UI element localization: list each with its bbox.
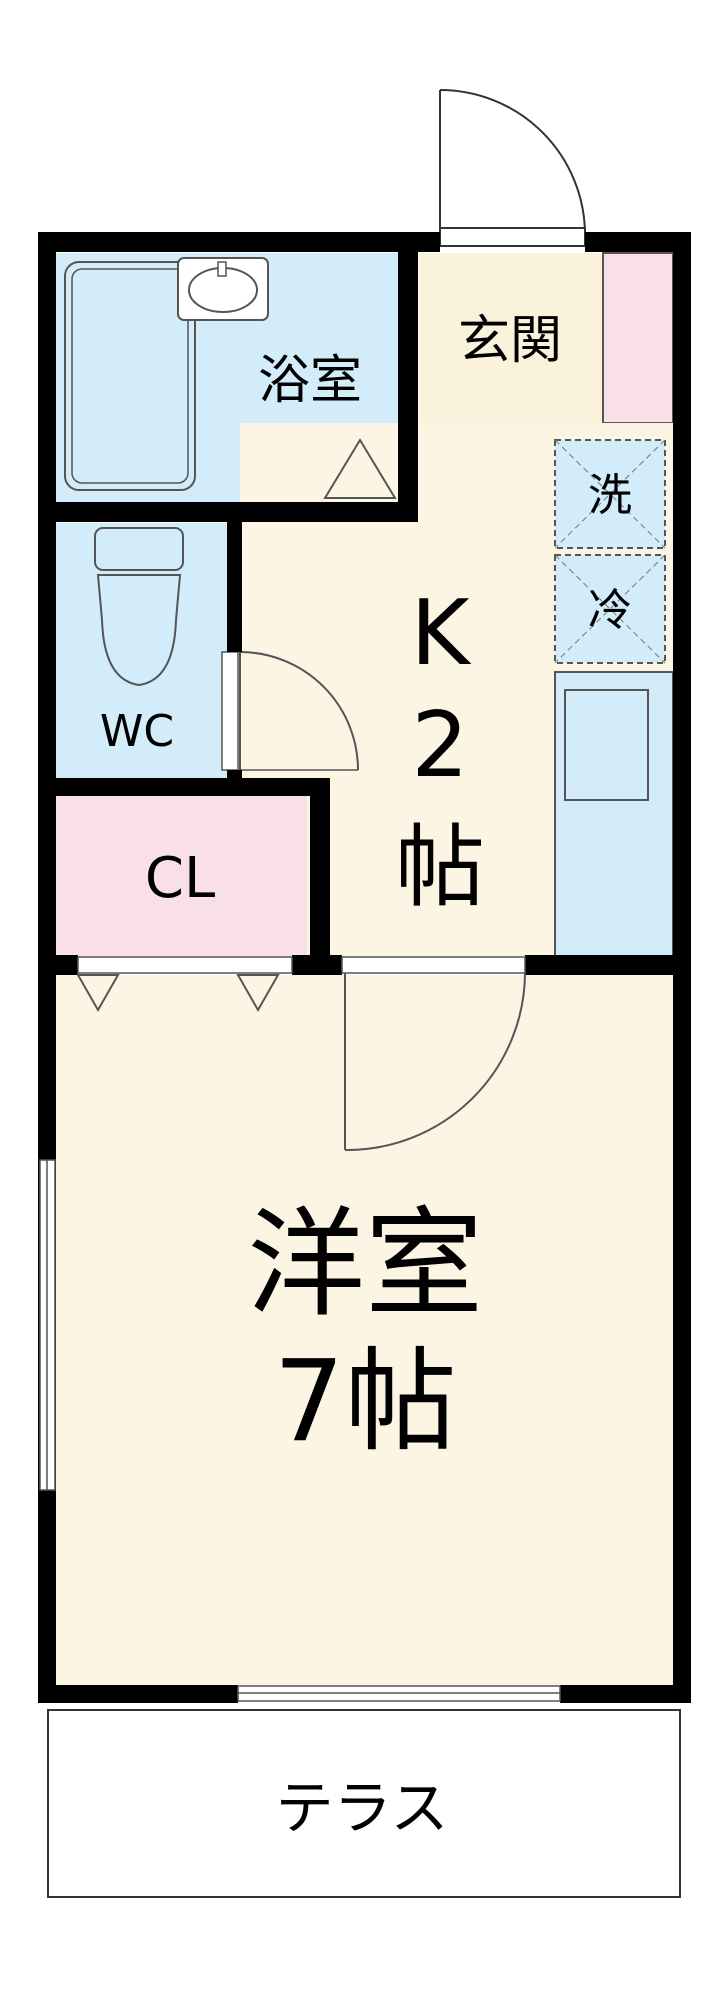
entrance-label: 玄関 — [458, 311, 562, 371]
terrace — [47, 1709, 681, 1898]
kitchen-letter: K — [410, 581, 471, 686]
washer-label: 洗 — [588, 470, 632, 521]
closet-door-right-icon — [236, 974, 280, 1013]
fridge-space-cross-2 — [554, 554, 666, 664]
drain-marker-icon — [323, 438, 397, 499]
room-door-swing — [344, 972, 526, 1152]
fridge-label: 冷 — [588, 585, 632, 636]
closet-label: CL — [145, 846, 215, 911]
bathtub-inner — [71, 268, 189, 484]
western-room-label: 洋室 — [247, 1195, 483, 1333]
terrace-label: テラス — [276, 1774, 449, 1842]
western-room-floor — [55, 975, 673, 1695]
toilet-tank — [94, 527, 184, 571]
kitchen-size-number: 2 — [411, 693, 468, 798]
closet-door-left-icon — [76, 974, 120, 1013]
washer-space-cross-2 — [554, 439, 666, 549]
kitchen-size-unit: 帖 — [395, 815, 485, 920]
toilet-door-swing — [239, 651, 359, 771]
toilet-bowl-icon — [96, 574, 182, 687]
room-door-opening — [341, 956, 526, 974]
bath-label: 浴室 — [258, 351, 362, 411]
toilet-door-opening — [221, 651, 239, 771]
entrance-door-swing — [439, 89, 586, 236]
washer-space-cross-1 — [554, 439, 666, 549]
bathtub — [64, 261, 196, 491]
wc-label: WC — [100, 706, 174, 757]
entrance-door-opening — [439, 227, 586, 247]
kitchen-sink — [564, 689, 649, 801]
western-room-size: 7帖 — [273, 1337, 456, 1467]
closet-door-rail — [77, 956, 293, 974]
fridge-space-cross-1 — [554, 554, 666, 664]
faucet-icon — [217, 261, 227, 277]
closet-floor — [55, 795, 307, 960]
shoe-cabinet — [602, 252, 674, 424]
